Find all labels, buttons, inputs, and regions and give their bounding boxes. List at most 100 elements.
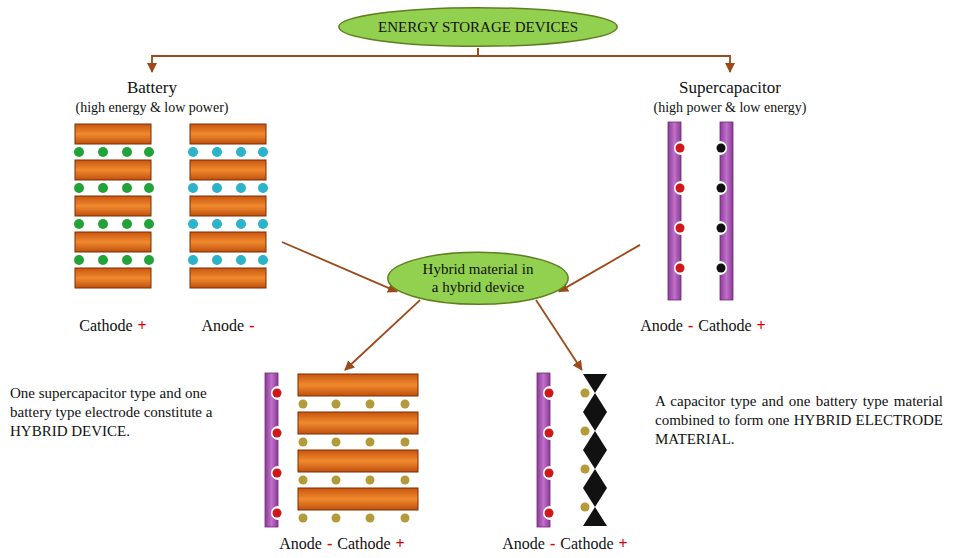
ion-dot bbox=[299, 476, 308, 485]
polarity-sign: - bbox=[688, 316, 693, 335]
ion-dot bbox=[545, 429, 554, 438]
electrode-layer bbox=[190, 268, 266, 288]
description-text: A capacitor type and one battery type ma… bbox=[655, 392, 943, 448]
electrode-layer bbox=[298, 412, 418, 434]
ion-dot bbox=[401, 514, 410, 523]
ion-dot bbox=[144, 219, 154, 229]
ion-dot bbox=[258, 255, 268, 265]
ion-dot bbox=[122, 219, 132, 229]
ion-dot bbox=[74, 219, 84, 229]
ion-dot bbox=[581, 389, 590, 398]
polarity-sign: + bbox=[619, 534, 628, 553]
ion-dot bbox=[98, 219, 108, 229]
ion-dot bbox=[299, 514, 308, 523]
ion-dot bbox=[236, 147, 246, 157]
connector-arrow bbox=[536, 300, 582, 370]
node-title: Battery bbox=[127, 78, 177, 98]
electrode-label: Anode-Cathode+ bbox=[279, 534, 404, 553]
ion-dot bbox=[212, 255, 222, 265]
electrode-layer bbox=[298, 374, 418, 396]
ellipse-shape bbox=[388, 252, 568, 304]
hybrid-electrode-group: A capacitor type and one battery type ma… bbox=[530, 370, 948, 530]
electrode-layer bbox=[298, 488, 418, 510]
ion-dot bbox=[332, 438, 341, 447]
ion-dot bbox=[581, 465, 590, 474]
ion-dot bbox=[717, 264, 726, 273]
hybrid-electrode-illustration bbox=[537, 373, 607, 527]
electrode-layer bbox=[190, 196, 266, 216]
ion-dot bbox=[366, 514, 375, 523]
ion-dot bbox=[273, 469, 282, 478]
ion-dot bbox=[236, 219, 246, 229]
plate-notch bbox=[713, 181, 727, 195]
electrode-layer bbox=[75, 124, 151, 144]
node-title: ENERGY STORAGE DEVICES bbox=[378, 18, 578, 36]
plate-notch bbox=[271, 386, 285, 400]
electrode-name: Cathode bbox=[560, 534, 613, 553]
ion-dot bbox=[676, 224, 685, 233]
plate-notch bbox=[674, 261, 688, 275]
ion-dot bbox=[676, 144, 685, 153]
ion-dot bbox=[273, 509, 282, 518]
electrode-layer bbox=[75, 232, 151, 252]
plate-notch bbox=[271, 506, 285, 520]
ion-dot bbox=[236, 183, 246, 193]
plate-notch bbox=[674, 221, 688, 235]
electrode-layer bbox=[190, 124, 266, 144]
ion-dot bbox=[581, 503, 590, 512]
electrode-name: Cathode bbox=[698, 316, 751, 335]
electrode-name: Cathode bbox=[337, 534, 390, 553]
electrode-layer bbox=[190, 160, 266, 180]
battery-anode bbox=[190, 124, 266, 288]
ion-dot bbox=[676, 184, 685, 193]
ion-dot bbox=[236, 255, 246, 265]
ion-dot bbox=[258, 183, 268, 193]
ellipse-shape bbox=[339, 8, 617, 47]
hybrid-device-group: One supercapacitor type and one battery … bbox=[8, 370, 420, 530]
plate-notch bbox=[713, 261, 727, 275]
ion-dot bbox=[74, 183, 84, 193]
ion-dots bbox=[188, 147, 268, 265]
ion-dot bbox=[258, 147, 268, 157]
node-title: Supercapacitor bbox=[679, 78, 781, 98]
electrode-name: Anode bbox=[502, 534, 545, 553]
ion-dots bbox=[299, 400, 410, 523]
electrode-name: Anode bbox=[202, 316, 245, 335]
ion-dot bbox=[273, 389, 282, 398]
ion-dot bbox=[258, 219, 268, 229]
ion-dot bbox=[332, 514, 341, 523]
electrode-layer bbox=[190, 232, 266, 252]
electrode-layer bbox=[75, 268, 151, 288]
battery-cathode bbox=[75, 124, 151, 288]
ion-dot bbox=[545, 389, 554, 398]
plate-notch bbox=[674, 141, 688, 155]
ion-dot bbox=[581, 427, 590, 436]
plate-notch bbox=[713, 221, 727, 235]
ion-dot bbox=[401, 438, 410, 447]
connector-arrow bbox=[282, 242, 397, 292]
ion-dot bbox=[545, 509, 554, 518]
plate-notch bbox=[543, 466, 557, 480]
ion-dot bbox=[401, 400, 410, 409]
polarity-sign: - bbox=[249, 316, 254, 335]
plate-notch bbox=[674, 181, 688, 195]
connector-arrow bbox=[559, 245, 640, 292]
node-subtitle: (high energy & low power) bbox=[76, 100, 229, 117]
ion-dot bbox=[299, 438, 308, 447]
electrode-label: Anode-Cathode+ bbox=[502, 534, 627, 553]
ion-dot bbox=[144, 147, 154, 157]
electrode-layer bbox=[75, 160, 151, 180]
plate-notch bbox=[271, 466, 285, 480]
hybrid-device-illustration bbox=[265, 373, 418, 527]
connector-arrow bbox=[478, 48, 730, 72]
battery-electrode bbox=[298, 374, 418, 510]
ion-dot bbox=[98, 147, 108, 157]
device-group: Battery (high energy & low power) bbox=[22, 72, 282, 306]
ion-dot bbox=[212, 183, 222, 193]
polarity-sign: + bbox=[757, 316, 766, 335]
ion-dot bbox=[144, 255, 154, 265]
electrode-name: Cathode bbox=[79, 316, 132, 335]
ellipse-outline bbox=[386, 250, 570, 307]
connector-arrow bbox=[152, 48, 478, 72]
